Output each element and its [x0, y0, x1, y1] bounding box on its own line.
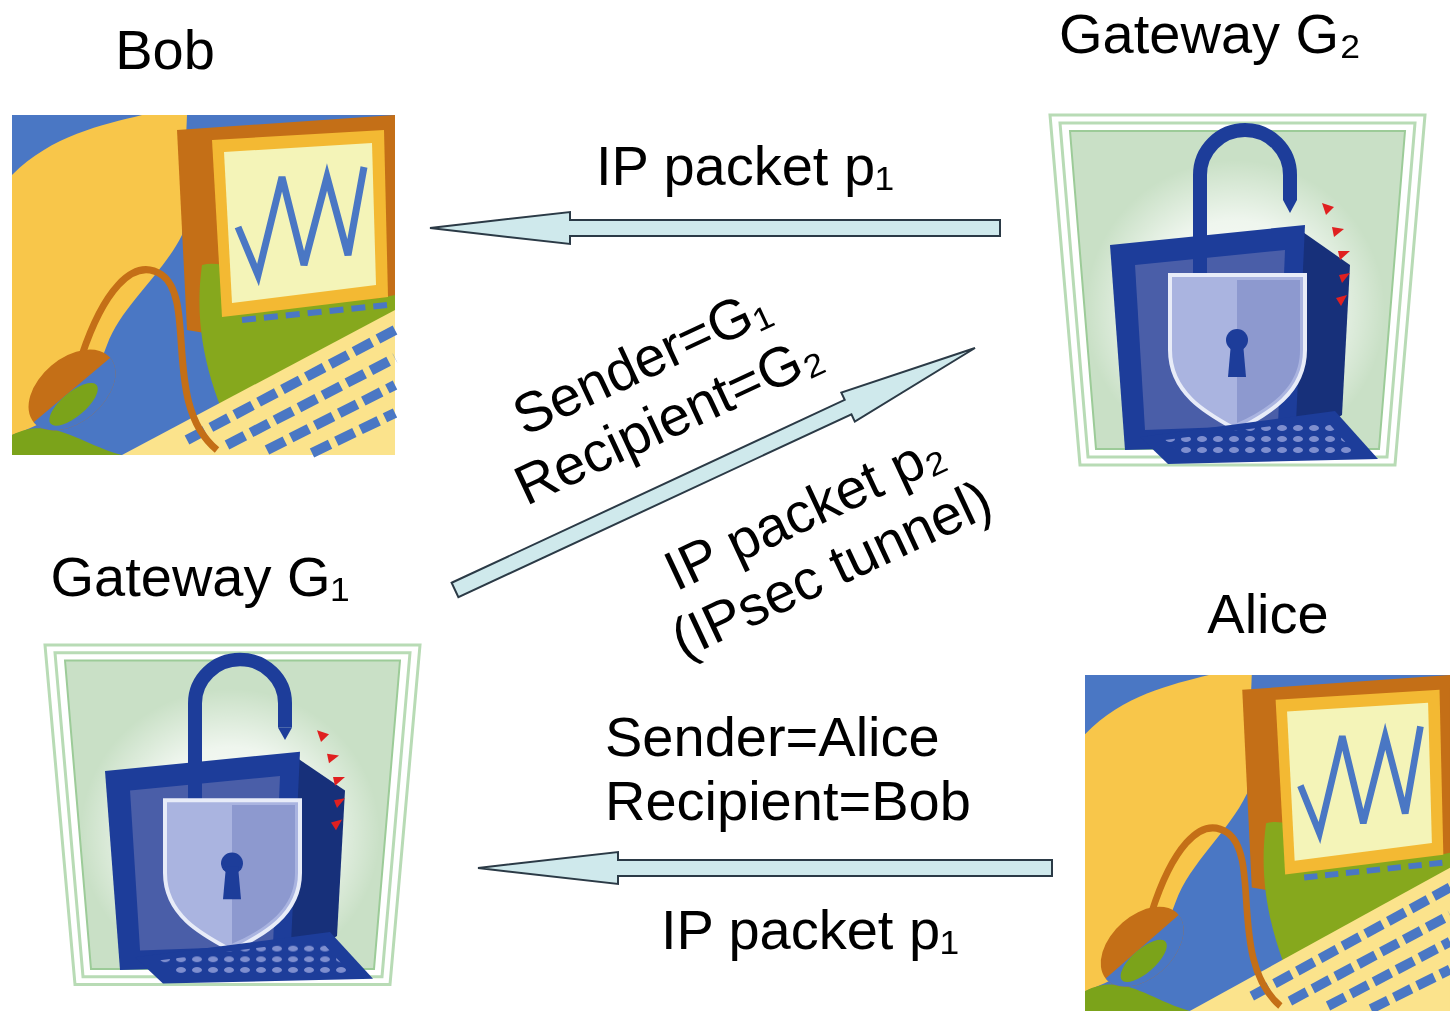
computer-illustration [1085, 675, 1450, 1011]
device-node: Gateway G₂ [1035, 2, 1435, 465]
gateway-illustration [45, 645, 420, 985]
node-title: Gateway G₁ [50, 545, 349, 609]
computer-illustration [12, 115, 395, 455]
device-node: Gateway G₁ [25, 545, 430, 985]
node-title: Gateway G₂ [1059, 2, 1361, 66]
node-title: Alice [1207, 582, 1328, 646]
packet-arrow [478, 852, 1052, 884]
node-title: Bob [115, 18, 215, 82]
arrow-label: IP packet p₁ [535, 134, 955, 198]
packet-note: Sender=Alice Recipient=Bob [605, 705, 1025, 834]
device-node: Bob [12, 18, 395, 455]
gateway-illustration [1050, 115, 1425, 465]
device-node: Alice [1085, 582, 1450, 1011]
arrow-label: IP packet p₁ [600, 898, 1020, 962]
packet-arrow [430, 212, 1000, 244]
